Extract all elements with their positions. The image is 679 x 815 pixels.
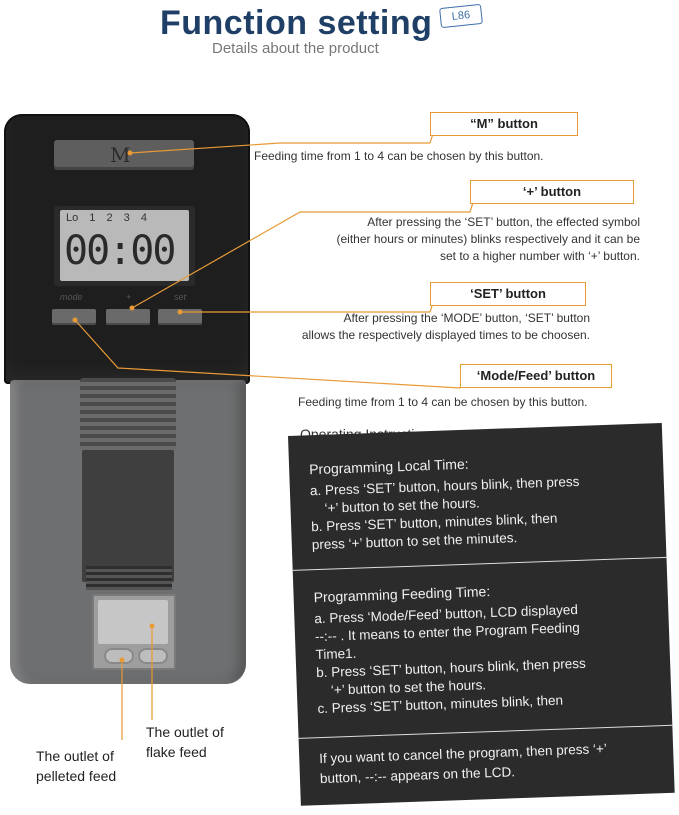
plus-button-callout: ‘+’ button: [470, 180, 634, 204]
instruction-line: ‘+’ button to set the hours.: [330, 677, 487, 698]
page-subtitle: Details about the product: [212, 40, 379, 57]
m-button-leader: [129, 111, 441, 154]
instruction-line: a. Press ‘SET’ button, hours blink, then…: [309, 473, 580, 499]
pellet-outlet-right: [138, 648, 168, 664]
flake-outlet-caption: The outlet of flake feed: [146, 722, 224, 762]
instruction-line: ‘+’ button to set the hours.: [324, 495, 480, 516]
flake-outlet: [98, 600, 168, 644]
pelleted-outlet-caption: The outlet of pelleted feed: [36, 746, 116, 786]
caption-line: The outlet of: [146, 724, 224, 740]
lcd-slot-indicators: Lo 1 2 3 4: [66, 212, 147, 224]
plus-button-description: After pressing the ‘SET’ button, the eff…: [290, 214, 640, 265]
plus-key-caption: +: [126, 292, 132, 302]
set-key: [158, 309, 202, 325]
m-key-label: M: [110, 143, 131, 167]
caption-line: The outlet of: [36, 748, 114, 764]
instruction-line: If you want to cancel the program, then …: [319, 741, 608, 767]
operating-instruction-panel: Programming Local Time: a. Press ‘SET’ b…: [288, 422, 675, 806]
mode-key-caption: mode: [60, 292, 83, 302]
lcd-screen: [60, 210, 189, 281]
set-button-leader: [180, 281, 441, 313]
pellet-outlet-left: [104, 648, 134, 664]
caption-line: flake feed: [146, 744, 207, 760]
set-button-description: After pressing the ‘MODE’ button, ‘SET’ …: [240, 310, 590, 344]
plus-desc-line: (either hours or minutes) blinks respect…: [336, 232, 640, 246]
instruction-line: button, --:-- appears on the LCD.: [319, 764, 516, 787]
m-key: [54, 140, 194, 170]
lcd-time-readout: 00:00: [64, 228, 176, 274]
mode-feed-button-description: Feeding time from 1 to 4 can be chosen b…: [298, 395, 588, 409]
set-key-caption: set: [174, 292, 187, 302]
dispenser-window: [82, 450, 174, 582]
m-button-callout: “M” button: [430, 112, 578, 136]
plus-key: [106, 309, 150, 325]
set-desc-line: allows the respectively displayed times …: [301, 328, 590, 342]
plus-desc-line: After pressing the ‘SET’ button, the eff…: [367, 215, 640, 229]
feeding-time-section: Programming Feeding Time: a. Press ‘Mode…: [292, 558, 673, 739]
mode-feed-button-callout: ‘Mode/Feed’ button: [460, 364, 612, 388]
local-time-section: Programming Local Time: a. Press ‘SET’ b…: [288, 422, 667, 571]
plus-desc-line: set to a higher number with ‘+’ button.: [439, 249, 640, 263]
cancel-section: If you want to cancel the program, then …: [299, 727, 675, 806]
page-title: Function setting: [160, 4, 433, 42]
local-time-heading: Programming Local Time:: [308, 455, 469, 478]
m-button-description: Feeding time from 1 to 4 can be chosen b…: [254, 149, 544, 163]
dispenser-lip: [86, 566, 172, 590]
set-desc-line: After pressing the ‘MODE’ button, ‘SET’ …: [343, 311, 590, 325]
instruction-line: Time1.: [315, 645, 357, 663]
feeder-grip: [80, 378, 176, 450]
instruction-line: press ‘+’ button to set the minutes.: [311, 530, 518, 553]
mode-feed-key: [52, 309, 96, 325]
caption-line: pelleted feed: [36, 768, 117, 784]
feeding-time-heading: Programming Feeding Time:: [313, 583, 491, 606]
set-button-callout: ‘SET’ button: [430, 282, 586, 306]
